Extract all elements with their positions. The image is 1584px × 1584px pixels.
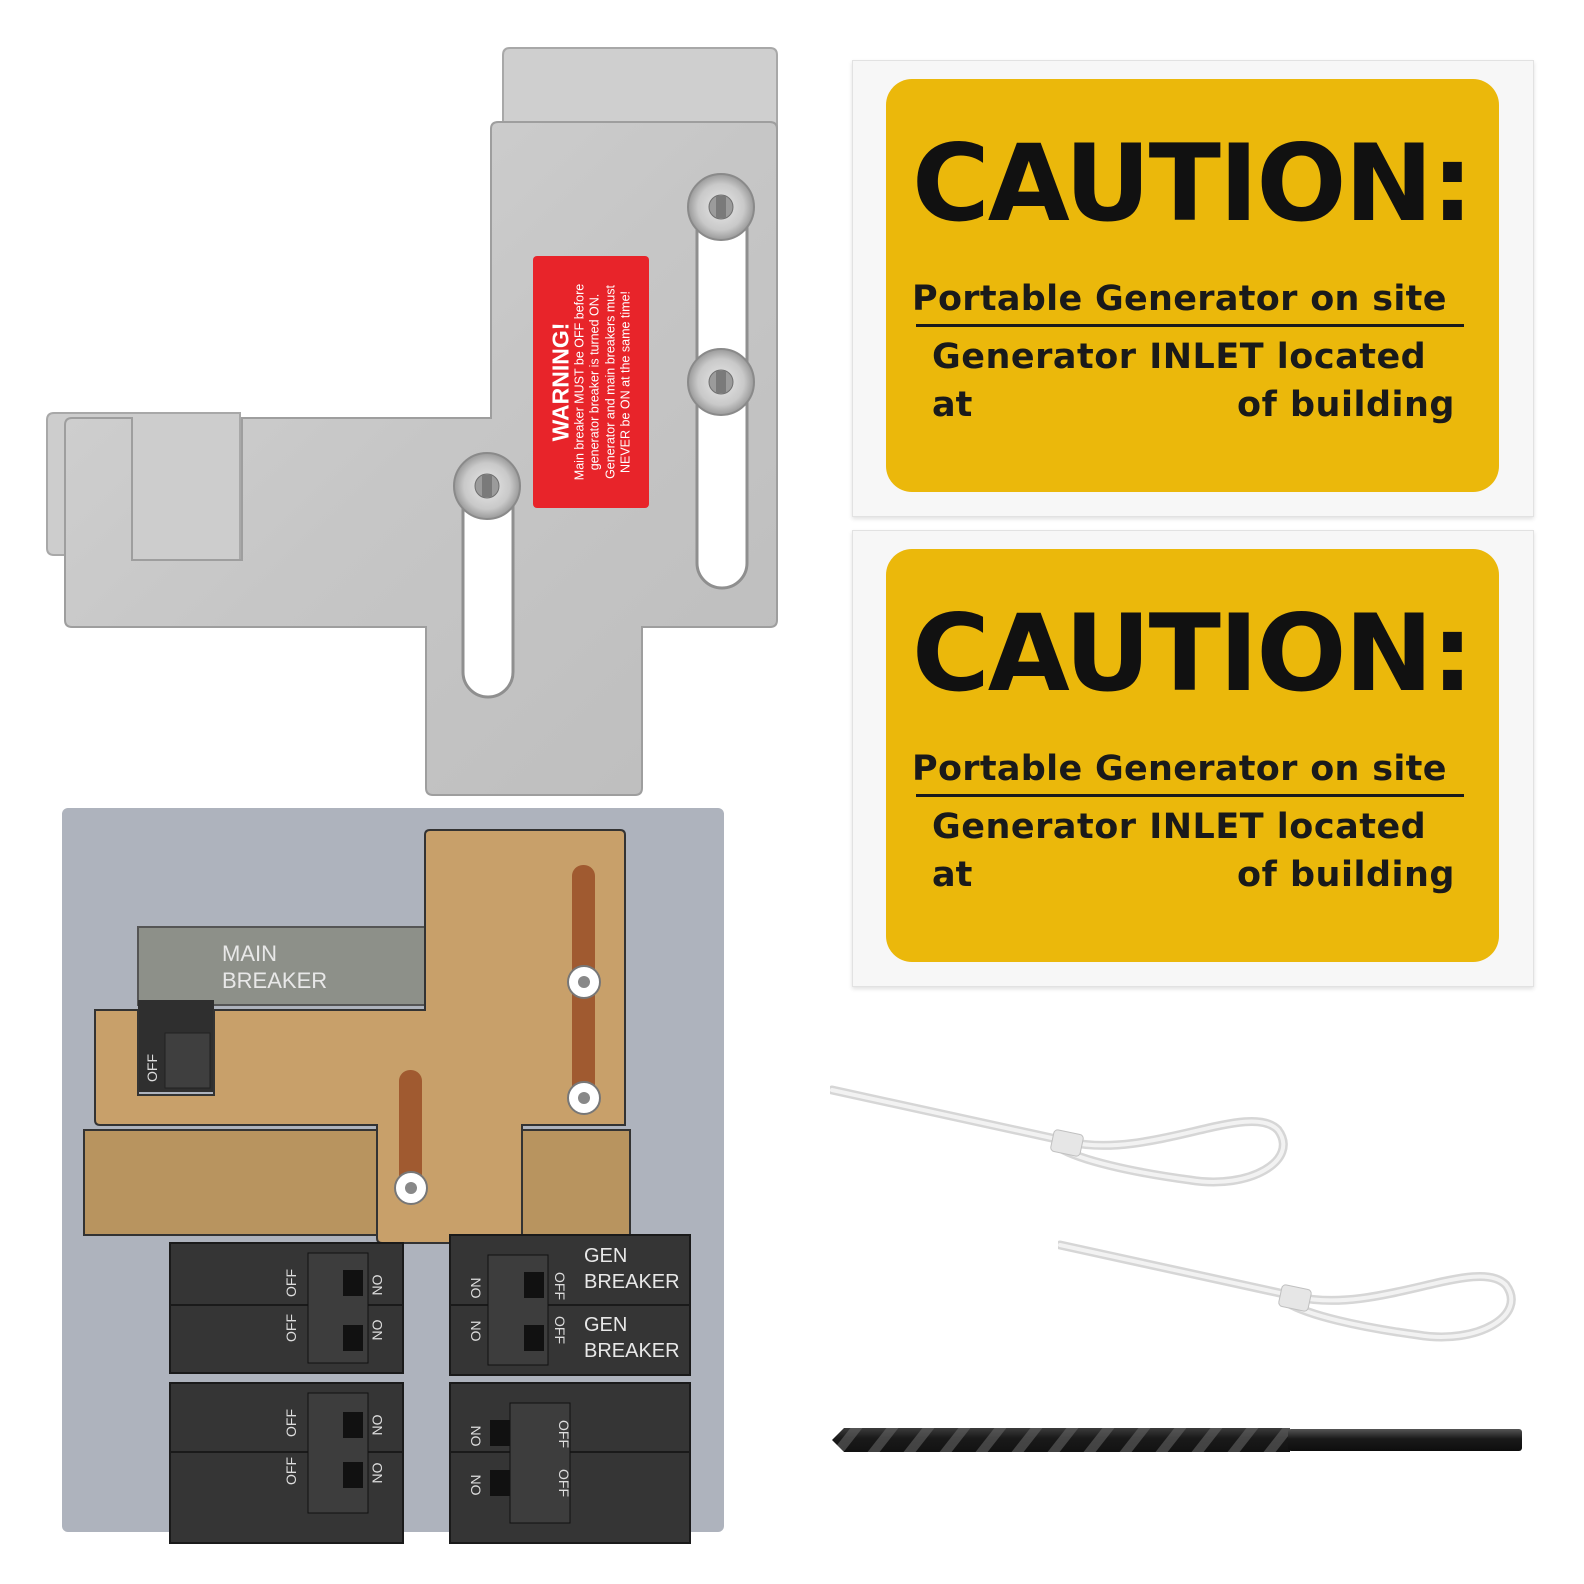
divider xyxy=(916,324,1464,327)
switch-off-label: OFF xyxy=(552,1272,568,1300)
screw-icon xyxy=(687,173,755,241)
main-off-label: OFF xyxy=(144,1054,160,1082)
switch-off-label: OFF xyxy=(283,1269,299,1297)
caution-line2: Generator INLET located xyxy=(932,337,1427,377)
caution-title: CAUTION: xyxy=(912,592,1474,715)
switch-on-label: ON xyxy=(467,1320,484,1342)
screw-icon xyxy=(394,1171,428,1205)
switch-off-label: OFF xyxy=(556,1469,572,1497)
switch-on-label: ON xyxy=(369,1462,386,1484)
caution-sticker: CAUTION: Portable Generator on site Gene… xyxy=(852,60,1534,517)
caution-sticker: CAUTION: Portable Generator on site Gene… xyxy=(852,530,1534,987)
gen-breaker-label-2: GEN BREAKER xyxy=(584,1314,680,1362)
caution-line2: Generator INLET located xyxy=(932,807,1427,847)
caution-line1: Portable Generator on site xyxy=(912,279,1447,319)
switch-off-label: OFF xyxy=(283,1409,299,1437)
zip-tie-icon xyxy=(1058,1240,1516,1342)
caution-line3-right: of building xyxy=(1237,855,1455,895)
switch-off-label: OFF xyxy=(283,1457,299,1485)
caution-line1: Portable Generator on site xyxy=(912,749,1447,789)
gen-breaker-label-1: GEN BREAKER xyxy=(584,1245,680,1293)
screw-icon xyxy=(687,348,755,416)
screw-icon xyxy=(567,965,601,999)
switch-on-label: ON xyxy=(467,1277,484,1299)
switch-on-label: ON xyxy=(467,1474,484,1496)
switch-off-label: OFF xyxy=(283,1314,299,1342)
panel-diagram-art xyxy=(83,829,691,1544)
caution-line3-left: at xyxy=(932,385,973,425)
switch-off-label: OFF xyxy=(556,1420,572,1448)
caution-line3-right: of building xyxy=(1237,385,1455,425)
main-breaker-label: MAIN BREAKER xyxy=(222,941,328,993)
drill-bit-icon xyxy=(832,1428,1522,1452)
switch-off-label: OFF xyxy=(552,1316,568,1344)
caution-line3-left: at xyxy=(932,855,973,895)
divider xyxy=(916,794,1464,797)
switch-on-label: ON xyxy=(467,1425,484,1447)
caution-sticker-face: CAUTION: Portable Generator on site Gene… xyxy=(886,79,1499,492)
switch-on-label: ON xyxy=(369,1414,386,1436)
caution-title: CAUTION: xyxy=(912,122,1474,245)
zip-tie-icon xyxy=(830,1085,1288,1187)
switch-on-label: ON xyxy=(369,1319,386,1341)
caution-sticker-face: CAUTION: Portable Generator on site Gene… xyxy=(886,549,1499,962)
switch-on-label: ON xyxy=(369,1274,386,1296)
warning-label: WARNING! Main breaker MUST be OFF before… xyxy=(533,256,649,508)
screw-icon xyxy=(453,452,521,520)
screw-icon xyxy=(567,1081,601,1115)
